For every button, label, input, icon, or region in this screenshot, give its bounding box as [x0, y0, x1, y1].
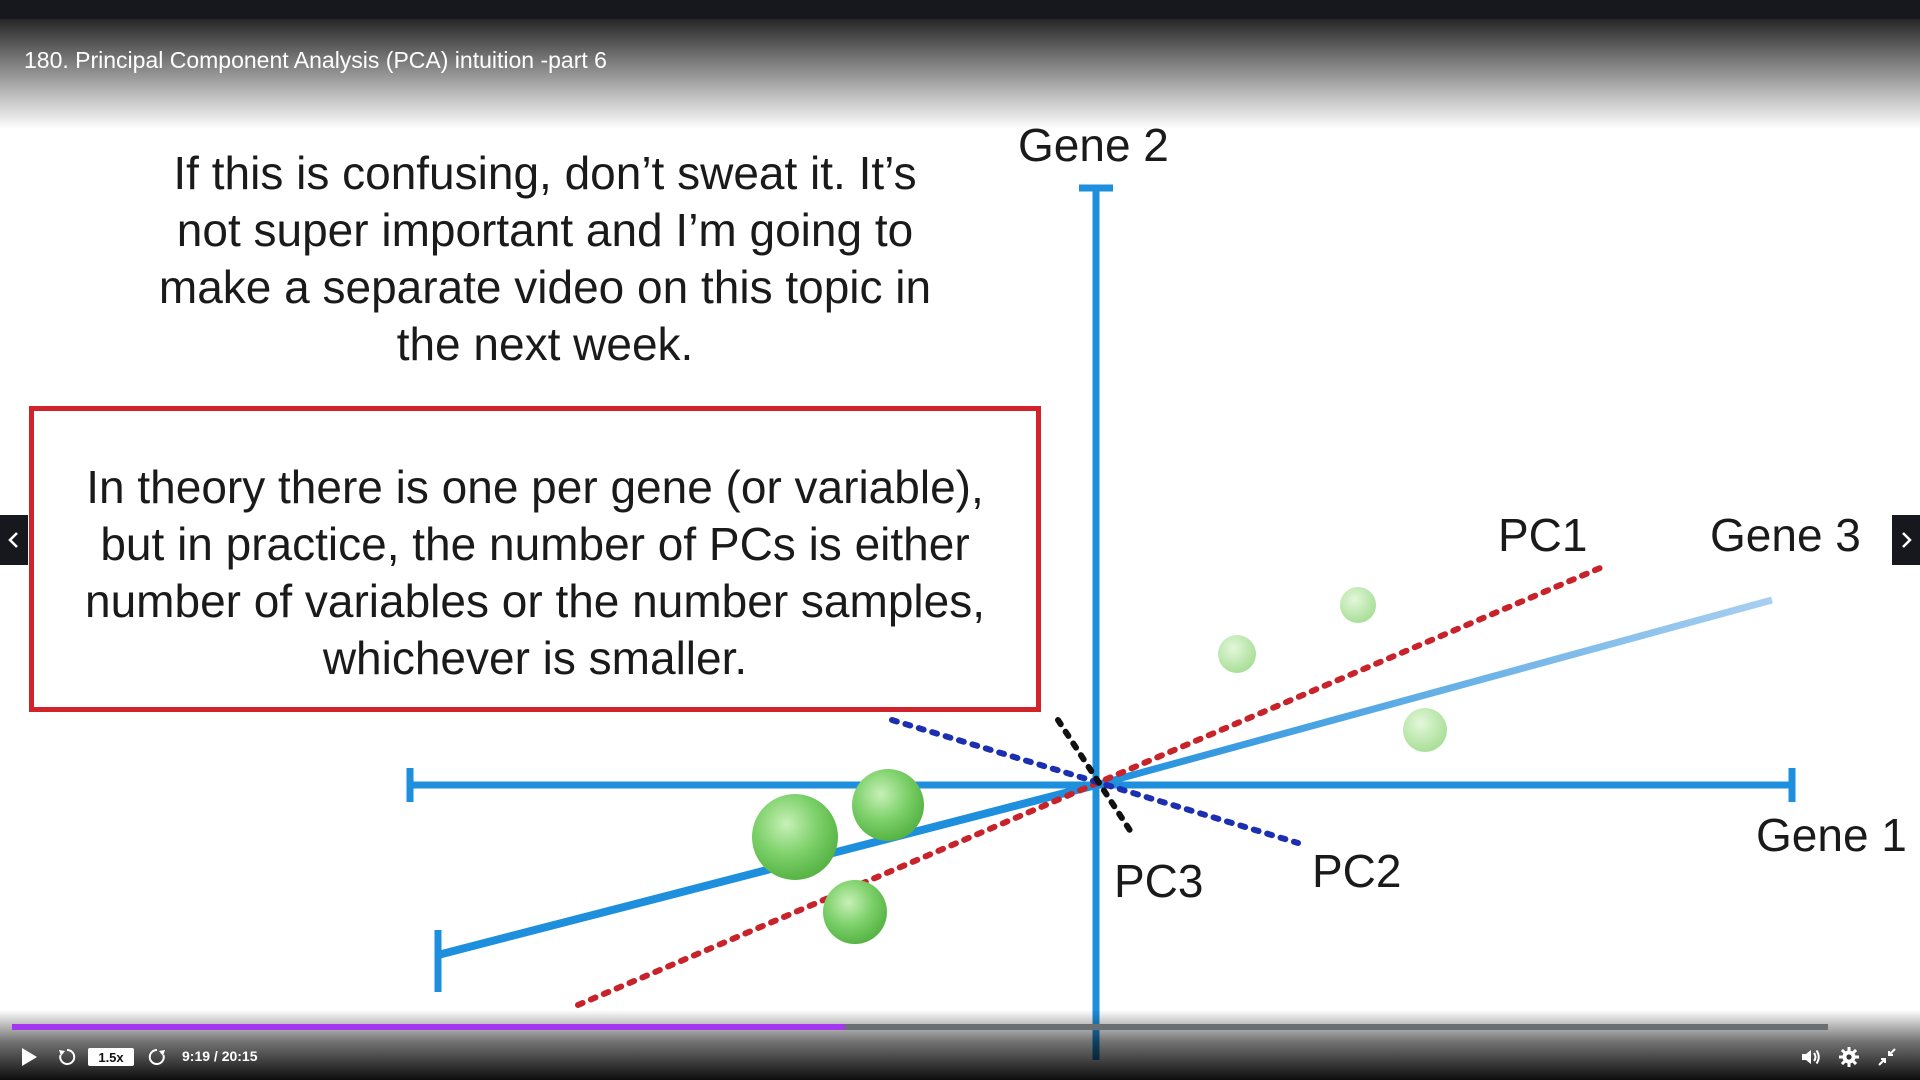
control-bar: 1.5x 9:19 / 20:15 [0, 1040, 1920, 1074]
title-bar: 180. Principal Component Analysis (PCA) … [0, 19, 1920, 129]
data-point [1403, 708, 1447, 752]
play-icon [22, 1048, 37, 1066]
slide-note-line: not super important and I’m going to [176, 204, 914, 256]
top-strip [0, 0, 1920, 19]
chevron-right-icon [1902, 532, 1912, 548]
pc3-line [1055, 717, 1136, 838]
slide-note-line: make a separate video on this topic in [158, 261, 932, 313]
next-lecture-button[interactable] [1892, 515, 1920, 565]
gene3-axis-near [436, 781, 1098, 959]
playback-speed-button[interactable]: 1.5x [88, 1048, 134, 1066]
volume-icon [1802, 1049, 1820, 1065]
chevron-left-icon [8, 532, 18, 548]
data-point [1340, 587, 1376, 623]
callout-line: but in practice, the number of PCs is ei… [100, 518, 970, 570]
slide-note: If this is confusing, don’t sweat it. It… [110, 145, 980, 373]
previous-lecture-button[interactable] [0, 515, 28, 565]
callout-line: whichever is smaller. [322, 632, 748, 684]
progress-bar[interactable] [12, 1024, 1828, 1030]
controls-shade [0, 1010, 1920, 1080]
gene3-axis-far [1095, 596, 1773, 789]
forward-icon [148, 1048, 165, 1065]
gear-icon [1839, 1047, 1859, 1067]
pc2-label: PC2 [1312, 845, 1402, 897]
callout-line: In theory there is one per gene (or vari… [86, 461, 984, 513]
slide-note-line: If this is confusing, don’t sweat it. It… [173, 147, 917, 199]
volume-button[interactable] [1798, 1045, 1824, 1069]
forward-button[interactable] [144, 1045, 170, 1069]
rewind-button[interactable] [54, 1045, 80, 1069]
callout-line: number of variables or the number sample… [85, 575, 985, 627]
gene1-label: Gene 1 [1756, 809, 1907, 861]
data-point [823, 880, 887, 944]
video-title: 180. Principal Component Analysis (PCA) … [24, 47, 607, 73]
pc1-label: PC1 [1498, 509, 1588, 561]
rewind-icon [59, 1048, 76, 1065]
data-point [1218, 635, 1256, 673]
callout-box: In theory there is one per gene (or vari… [29, 406, 1041, 712]
pc3-label: PC3 [1114, 855, 1204, 907]
settings-button[interactable] [1836, 1045, 1862, 1069]
callout-text: In theory there is one per gene (or vari… [34, 459, 1036, 687]
slide-note-line: the next week. [396, 318, 694, 370]
time-display: 9:19 / 20:15 [182, 1048, 258, 1064]
data-point [752, 794, 838, 880]
exit-fullscreen-button[interactable] [1874, 1045, 1900, 1069]
progress-fill [12, 1024, 845, 1030]
play-button[interactable] [16, 1045, 42, 1069]
data-point [852, 769, 924, 841]
gene3-label: Gene 3 [1710, 509, 1861, 561]
pc1-line [575, 565, 1603, 1008]
exit-fullscreen-icon [1878, 1048, 1896, 1066]
